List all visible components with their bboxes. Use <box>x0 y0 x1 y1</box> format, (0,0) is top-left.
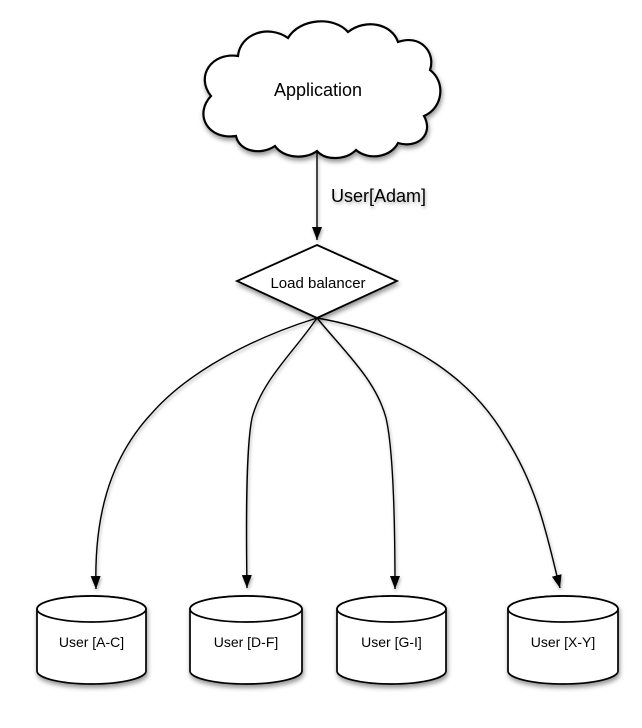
load-balancer-label: Load balancer <box>270 275 365 292</box>
application-to-balancer-connector: User[Adam] <box>312 152 426 240</box>
shard-label: User [A-C] <box>59 634 124 650</box>
request-label: User[Adam] <box>331 186 426 206</box>
load-balancer-node: Load balancer <box>234 244 400 319</box>
balancer-to-shard-arrow-3 <box>316 317 400 590</box>
cylinder-top <box>36 595 147 623</box>
shard-node-1: User [A-C] <box>36 595 147 685</box>
cylinder-top <box>507 595 619 623</box>
balancer-to-shard-arrow-1 <box>90 317 318 590</box>
cylinder-top <box>336 595 447 623</box>
shard-node-2: User [D-F] <box>189 595 303 685</box>
application-node: Application <box>202 20 442 160</box>
shard-label: User [X-Y] <box>531 634 596 650</box>
cylinder-top <box>189 595 303 623</box>
application-label: Application <box>274 80 362 100</box>
balancer-to-shard-connectors <box>90 317 562 590</box>
balancer-to-shard-arrow-2 <box>241 317 318 589</box>
balancer-to-shard-arrow-4 <box>316 317 562 589</box>
shard-node-4: User [X-Y] <box>507 595 619 685</box>
shard-node-3: User [G-I] <box>336 595 447 685</box>
cloud-icon <box>202 20 442 160</box>
shard-label: User [D-F] <box>214 634 279 650</box>
shard-label: User [G-I] <box>361 634 422 650</box>
